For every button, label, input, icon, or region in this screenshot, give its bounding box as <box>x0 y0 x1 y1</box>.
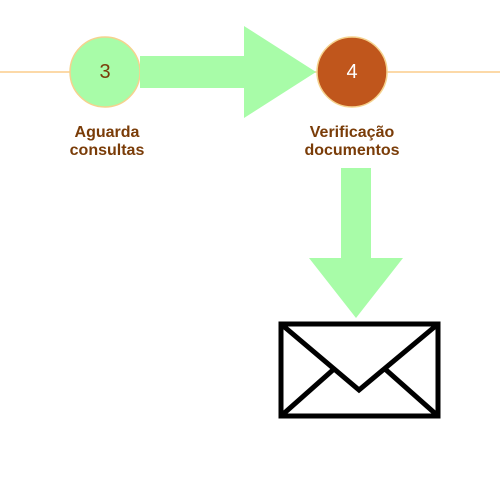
step-3-number: 3 <box>99 61 111 83</box>
step-3-label-line2: consultas <box>69 142 145 159</box>
arrow-step3-to-step4 <box>140 26 316 118</box>
step-4-label: Verificação documentos <box>272 124 432 160</box>
step-3-label: Aguarda consultas <box>27 124 187 160</box>
step-4-circle[interactable] <box>316 36 388 108</box>
step-4-label-line2: documentos <box>304 142 400 159</box>
arrow-step4-to-envelope <box>309 168 403 318</box>
envelope-icon <box>278 321 441 419</box>
step-3-label-line1: Aguarda <box>74 124 140 141</box>
step-4-number: 4 <box>346 61 358 83</box>
step-4-label-line1: Verificação <box>309 124 395 141</box>
